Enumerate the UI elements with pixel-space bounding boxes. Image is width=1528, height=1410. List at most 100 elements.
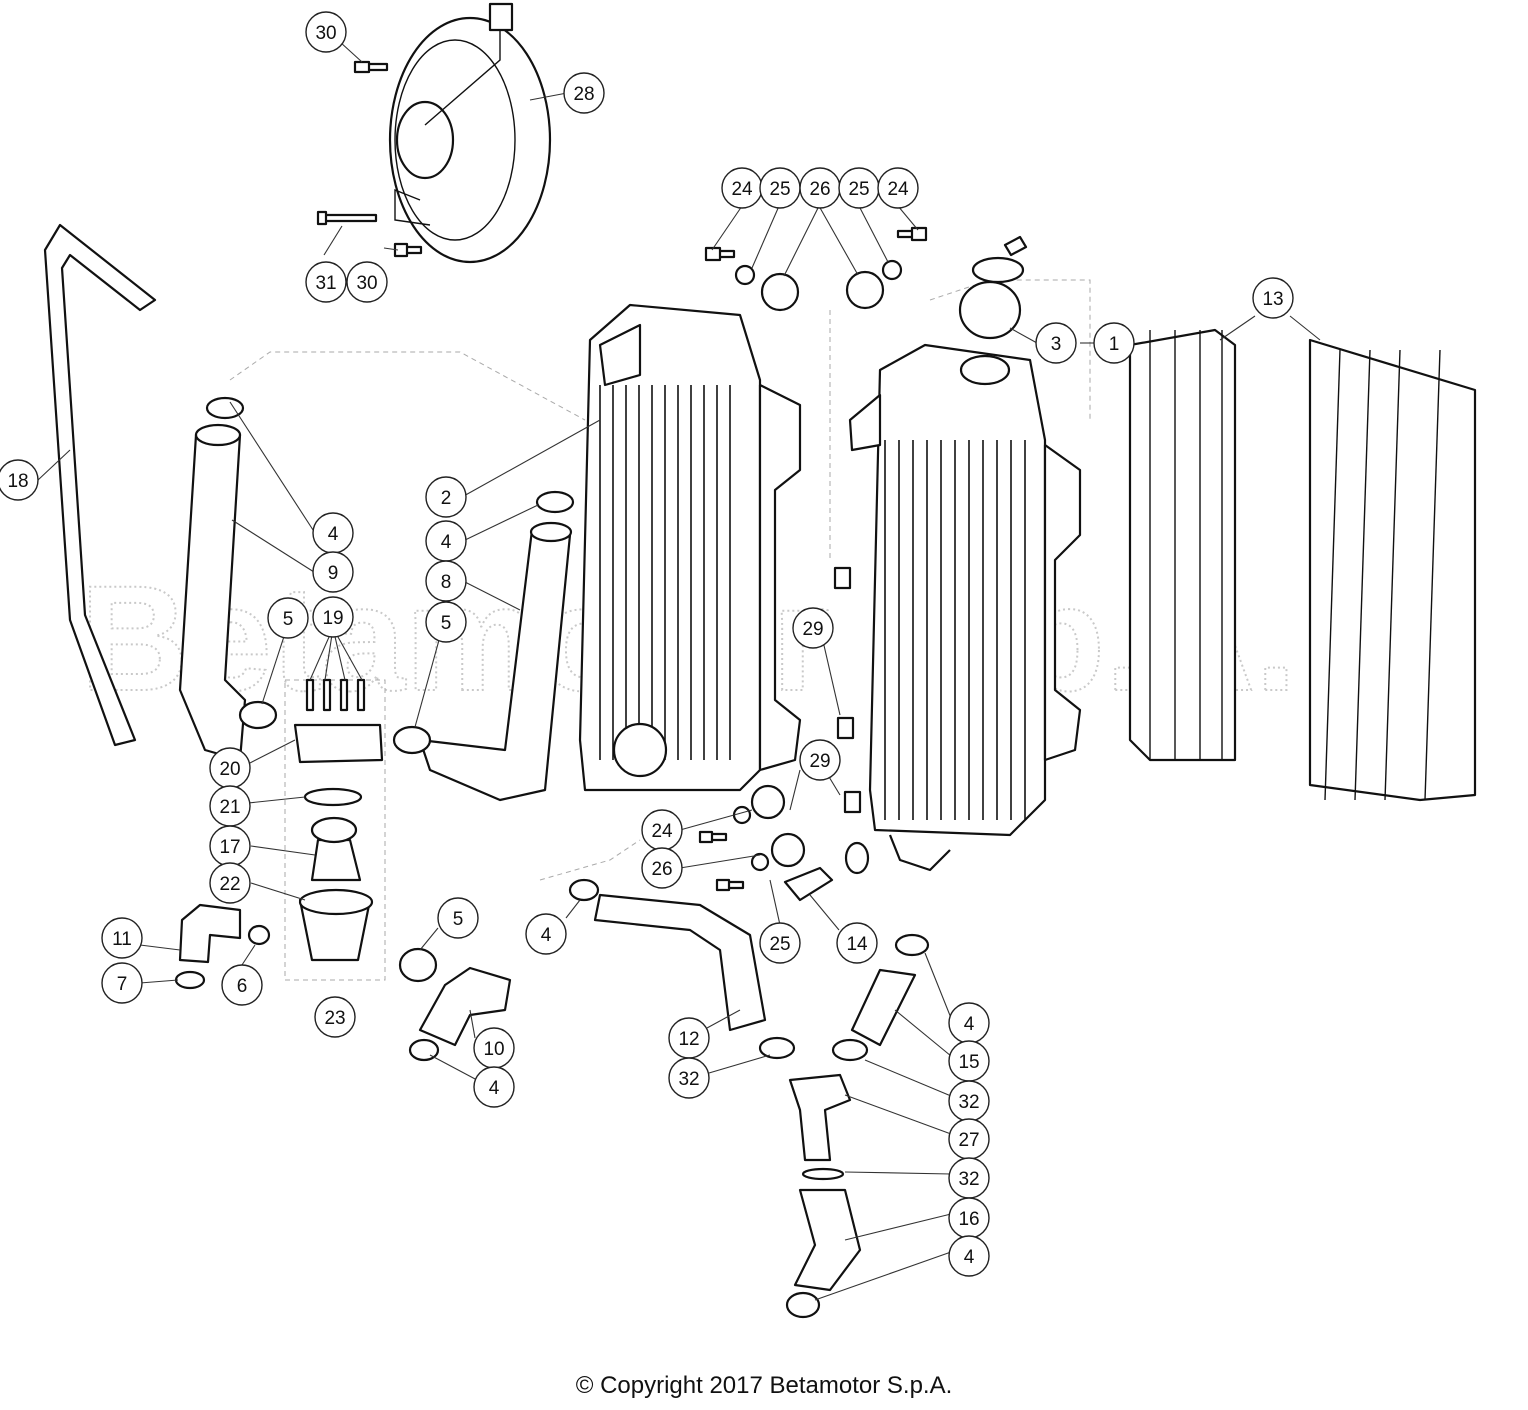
callout-18: 18 [0, 459, 39, 501]
callout-4-b: 4 [425, 520, 467, 562]
callout-22: 22 [209, 862, 251, 904]
svg-text:14: 14 [846, 934, 868, 955]
callout-24-low: 24 [641, 809, 683, 851]
callout-19: 19 [312, 596, 354, 638]
elbow-11 [178, 903, 242, 964]
svg-text:9: 9 [328, 563, 339, 584]
callout-16: 16 [948, 1197, 990, 1239]
svg-text:4: 4 [441, 532, 452, 553]
svg-text:4: 4 [489, 1078, 500, 1099]
callout-26-low: 26 [641, 847, 683, 889]
svg-text:4: 4 [541, 925, 552, 946]
callout-32-a: 32 [668, 1057, 710, 1099]
callout-5-b: 5 [425, 601, 467, 643]
callout-17: 17 [209, 825, 251, 867]
callout-8: 8 [425, 560, 467, 602]
svg-text:25: 25 [848, 179, 869, 200]
callout-3: 3 [1035, 322, 1077, 364]
callout-11: 11 [101, 917, 143, 959]
callout-4-e: 4 [473, 1066, 515, 1108]
callout-5-c: 5 [437, 897, 479, 939]
svg-text:31: 31 [315, 273, 336, 294]
svg-text:2: 2 [441, 488, 452, 509]
callout-21: 21 [209, 785, 251, 827]
hose-8 [418, 528, 572, 802]
callout-25-low: 25 [759, 922, 801, 964]
callout-14: 14 [836, 922, 878, 964]
callout-6: 6 [221, 964, 263, 1006]
svg-text:3: 3 [1051, 334, 1062, 355]
callout-20: 20 [209, 747, 251, 789]
callout-4-f: 4 [948, 1235, 990, 1277]
svg-text:32: 32 [958, 1169, 979, 1190]
svg-text:19: 19 [322, 608, 343, 629]
callout-4-c: 4 [525, 913, 567, 955]
callout-31: 31 [305, 261, 347, 303]
copyright-notice: © Copyright 2017 Betamotor S.p.A. [575, 1372, 953, 1399]
svg-text:30: 30 [356, 273, 377, 294]
overflow-hose [43, 223, 157, 747]
callout-24-right: 24 [877, 167, 919, 209]
callout-9: 9 [312, 551, 354, 593]
svg-text:8: 8 [441, 572, 452, 593]
elbow-16 [793, 1188, 862, 1292]
svg-text:6: 6 [237, 976, 248, 997]
svg-text:32: 32 [958, 1092, 979, 1113]
svg-text:28: 28 [573, 84, 594, 105]
svg-text:4: 4 [964, 1014, 975, 1035]
callout-30-top: 30 [305, 11, 347, 53]
hose-9 [178, 433, 247, 762]
fan-screws [316, 60, 423, 258]
callout-10: 10 [473, 1027, 515, 1069]
mount-hardware [698, 226, 928, 902]
svg-text:13: 13 [1262, 289, 1283, 310]
callout-15: 15 [948, 1040, 990, 1082]
svg-text:22: 22 [219, 874, 240, 895]
callout-24-left: 24 [721, 167, 763, 209]
callout-23: 23 [314, 996, 356, 1038]
svg-text:29: 29 [802, 619, 823, 640]
svg-text:26: 26 [809, 179, 830, 200]
svg-text:29: 29 [809, 751, 830, 772]
svg-text:24: 24 [731, 179, 753, 200]
svg-text:25: 25 [769, 179, 790, 200]
svg-text:27: 27 [958, 1130, 979, 1151]
callout-25-right: 25 [838, 167, 880, 209]
radiator-cap [958, 235, 1028, 340]
svg-text:15: 15 [958, 1052, 979, 1073]
svg-text:25: 25 [769, 934, 790, 955]
hose-12 [593, 893, 767, 1032]
callout-29-a: 29 [792, 607, 834, 649]
svg-text:30: 30 [315, 23, 336, 44]
callout-2: 2 [425, 476, 467, 518]
callout-4-d: 4 [948, 1002, 990, 1044]
y-fitting [788, 1073, 852, 1162]
callout-7: 7 [101, 962, 143, 1004]
callout-5-a: 5 [267, 597, 309, 639]
callout-29-b: 29 [799, 739, 841, 781]
cooling-fan [388, 2, 552, 264]
callout-26-top: 26 [799, 167, 841, 209]
callout-13: 13 [1252, 277, 1294, 319]
callout-32-c: 32 [948, 1157, 990, 1199]
svg-text:4: 4 [328, 524, 339, 545]
thermostat-assembly [293, 678, 384, 962]
svg-text:12: 12 [678, 1029, 699, 1050]
svg-text:1: 1 [1109, 334, 1120, 355]
svg-text:5: 5 [283, 609, 294, 630]
svg-text:5: 5 [453, 909, 464, 930]
callout-4-a: 4 [312, 512, 354, 554]
svg-text:17: 17 [219, 837, 240, 858]
radiator-guard [1128, 328, 1477, 802]
callout-1: 1 [1093, 322, 1135, 364]
svg-text:32: 32 [678, 1069, 699, 1090]
svg-text:4: 4 [964, 1247, 975, 1268]
svg-text:10: 10 [483, 1039, 504, 1060]
hose-clamps [174, 396, 930, 1319]
exploded-parts-diagram: Betamotor S.p.A. [0, 2, 1477, 1319]
svg-text:20: 20 [219, 759, 240, 780]
svg-text:21: 21 [219, 797, 240, 818]
callout-32-b: 32 [948, 1080, 990, 1122]
elbow-10 [418, 966, 512, 1047]
callout-bubbles: 30 28 31 30 24 25 26 25 24 3 1 13 18 2 4… [0, 11, 1294, 1277]
